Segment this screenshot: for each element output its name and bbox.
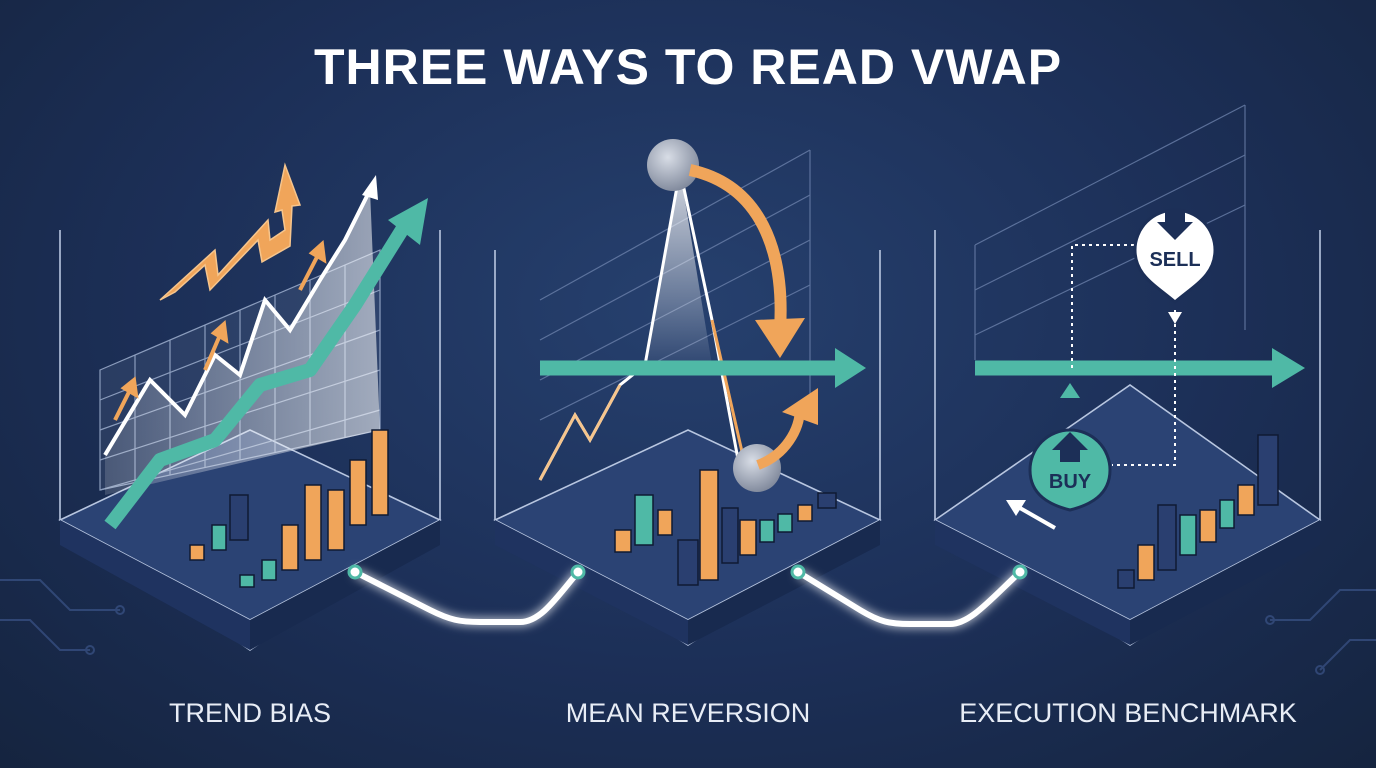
buy-label: BUY [1049,471,1092,493]
up-arrow-icon [1052,432,1088,462]
vwap-arrowhead [388,198,428,245]
price-arrowhead [362,175,378,200]
volume-bars [614,469,837,586]
volume-bars [189,429,389,588]
panel-trend-bias [58,162,442,651]
down-arrow-icon [1157,210,1193,240]
connector-nodes [347,564,1028,580]
buy-badge: BUY [1028,428,1112,512]
revert-down-arrow [688,164,787,331]
vwap-trend-line [104,221,411,530]
panel-execution-benchmark: SELL BUY [933,104,1322,646]
peak-ball [647,139,699,191]
momentum-arrows [113,239,327,421]
page-title: THREE WAYS TO READ VWAP [313,39,1063,95]
panel-mean-reversion [493,139,882,646]
uptrend-zigzag-arrow [159,162,302,301]
panel-label-execution-benchmark: EXECUTION BENCHMARK [959,698,1297,728]
panel-label-mean-reversion: MEAN REVERSION [565,698,811,728]
sell-label: SELL [1149,249,1200,271]
price-line [538,169,742,481]
circuit-decoration [0,579,1376,675]
panel-connectors [353,569,1023,627]
price-line [103,189,372,457]
volume-bars [1117,434,1279,589]
entry-arrow-icon [1006,500,1026,516]
panel-label-trend-bias: TREND BIAS [168,698,332,728]
sell-badge: SELL [1133,208,1217,304]
